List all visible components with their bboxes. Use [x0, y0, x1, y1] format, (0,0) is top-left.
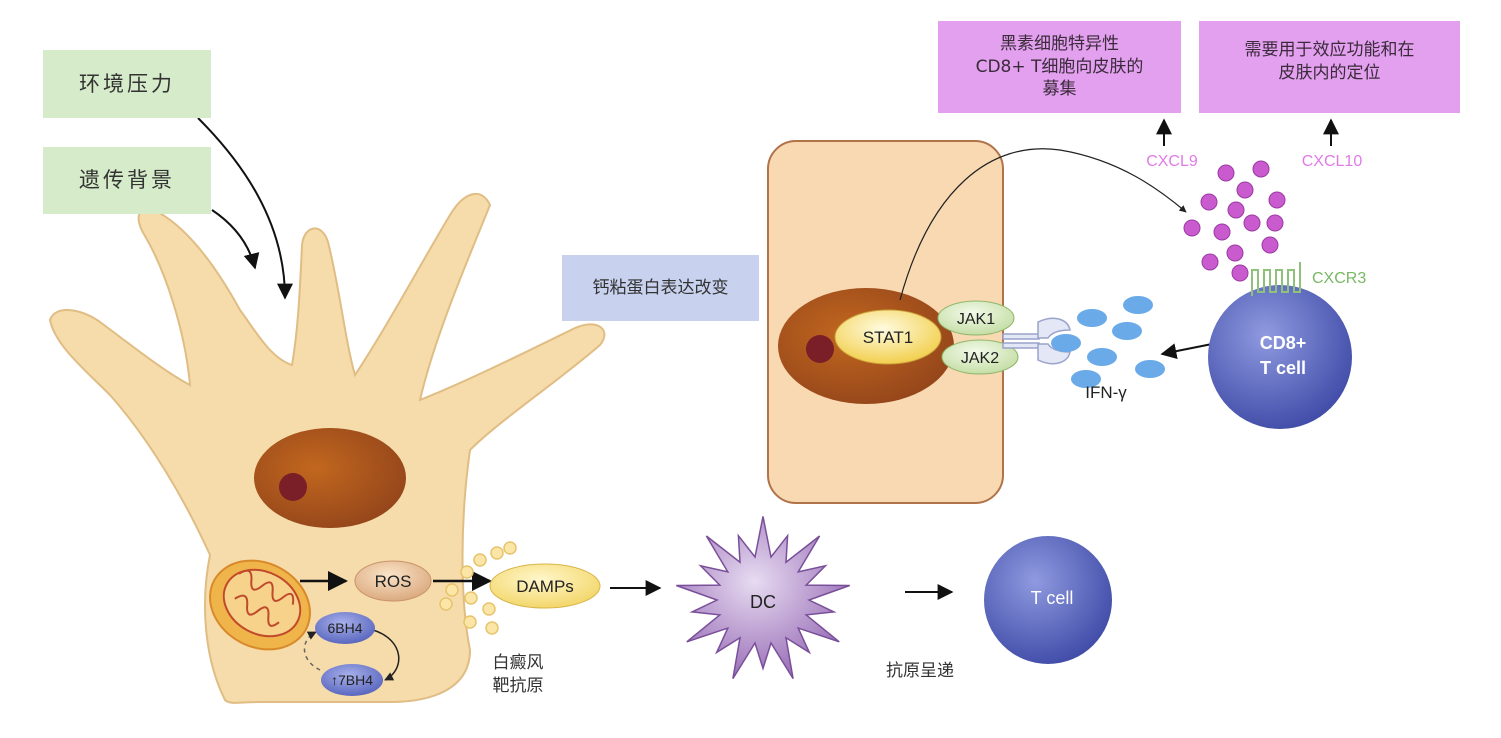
t-cell: T cell: [984, 536, 1112, 664]
calcium-adhesion-box: 钙粘蛋白表达改变: [562, 255, 759, 321]
stat1-node: STAT1: [834, 309, 942, 365]
stress-arrow-genetic: [211, 209, 260, 270]
environmental-stress-box: 环境压力: [43, 50, 211, 118]
recruitment-box: 黑素细胞特异性 CD8+ T细胞向皮肤的 募集: [938, 21, 1181, 113]
chemokine-dots: [1183, 160, 1286, 282]
dc-label: DC: [750, 592, 776, 612]
stress-arrow-environment: [197, 117, 293, 300]
recruitment-line2: CD8+ T细胞向皮肤的: [975, 56, 1144, 77]
cxcl10-label: CXCL10: [1302, 153, 1363, 170]
ros-label: ROS: [375, 572, 412, 591]
calcium-adhesion-label: 钙粘蛋白表达改变: [592, 277, 729, 298]
cd8-t-cell-label-line2: T cell: [1260, 358, 1306, 378]
jak2-label: JAK2: [961, 350, 999, 367]
jak1-label: JAK1: [957, 311, 995, 328]
cofactor-7bh4-label: ↑7BH4: [331, 672, 373, 688]
cofactor-7bh4: ↑7BH4: [321, 664, 383, 696]
cxcl9-label: CXCL9: [1146, 153, 1198, 170]
ifn-gamma-receptor: [1002, 317, 1071, 365]
mitochondrion: [209, 559, 311, 651]
stat1-to-chemokines-arrow: [899, 148, 1187, 301]
recruitment-line3: 募集: [1042, 79, 1077, 100]
cofactor-6bh4: 6BH4: [315, 612, 375, 644]
environmental-stress-label: 环境压力: [79, 71, 175, 96]
melanocyte-nucleus: [254, 428, 406, 528]
jak2-node: JAK2: [941, 339, 1019, 375]
genetic-background-box: 遗传背景: [43, 147, 211, 214]
cd8-t-cell: CD8+ T cell: [1208, 285, 1352, 429]
ifn-gamma-dots: [1051, 296, 1165, 388]
damps-node: DAMPs: [489, 563, 601, 609]
damps-label: DAMPs: [516, 577, 574, 596]
damps-particles: [439, 541, 517, 635]
vitiligo-target-antigen-line1: 白癜风: [492, 653, 544, 673]
cd8-t-cell-label-line1: CD8+: [1260, 333, 1307, 353]
t-cell-label: T cell: [1031, 588, 1074, 608]
jak1-node: JAK1: [937, 300, 1015, 336]
dendritic-cell: DC: [676, 516, 850, 679]
localization-line1: 需要用于效应功能和在: [1244, 40, 1415, 60]
vitiligo-target-antigen-label: 白癜风 靶抗原: [478, 652, 558, 698]
antigen-presentation-label: 抗原呈递: [886, 661, 954, 681]
vitiligo-target-antigen-line2: 靶抗原: [492, 675, 544, 696]
ros-node: ROS: [354, 560, 432, 602]
recruitment-line1: 黑素细胞特异性: [1000, 33, 1119, 54]
stat1-label: STAT1: [863, 328, 913, 347]
cxcr3-receptor: [1251, 262, 1301, 296]
ifn-gamma-label: IFN-γ: [1085, 383, 1127, 402]
melanocyte-cell: 6BH4 ↑7BH4 ROS: [48, 192, 606, 704]
cxcr3-label: CXCR3: [1312, 270, 1366, 287]
cofactor-6bh4-label: 6BH4: [327, 620, 362, 636]
genetic-background-label: 遗传背景: [79, 168, 175, 193]
localization-box: 需要用于效应功能和在 皮肤内的定位: [1199, 21, 1460, 113]
keratinocyte-nucleolus: [806, 335, 834, 363]
melanocyte-nucleolus: [279, 473, 307, 501]
localization-line2: 皮肤内的定位: [1278, 62, 1381, 83]
